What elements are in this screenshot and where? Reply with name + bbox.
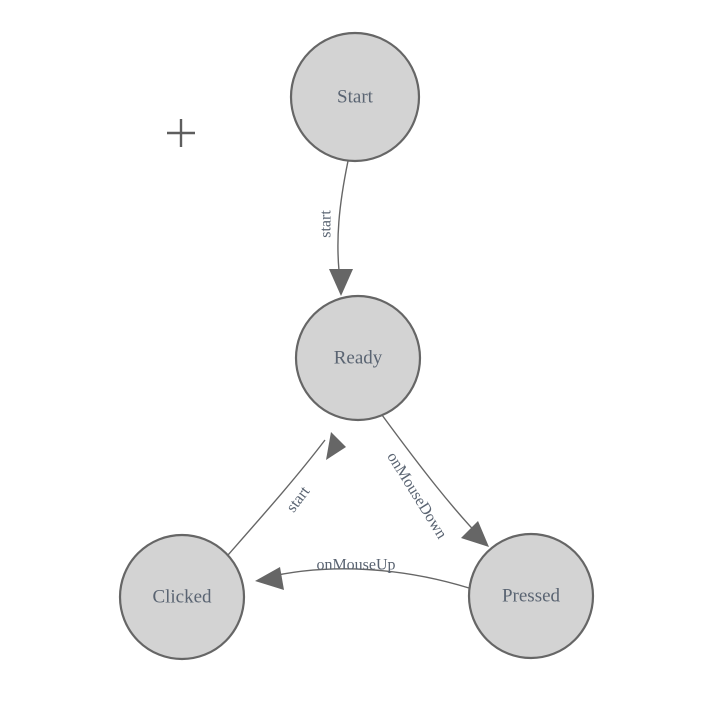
edge-arrowhead: [329, 269, 353, 296]
plus-marker: [167, 119, 195, 147]
edge-label: onMouseDown: [383, 449, 450, 542]
node-shape[interactable]: [467, 532, 595, 660]
edge-arrowhead: [461, 521, 489, 547]
edge-line: [381, 414, 484, 541]
node-pressed[interactable]: Pressed: [467, 532, 595, 660]
node-shape[interactable]: [289, 31, 421, 163]
edge-ready-to-pressed[interactable]: onMouseDown: [381, 414, 489, 547]
edge-arrowhead: [326, 432, 346, 460]
node-ready[interactable]: Ready: [294, 294, 422, 422]
node-shape[interactable]: [118, 533, 246, 661]
edge-start-to-ready[interactable]: start: [318, 160, 353, 296]
edge-clicked-to-ready[interactable]: start: [227, 432, 346, 556]
edge-line: [337, 160, 349, 288]
node-shape[interactable]: [294, 294, 422, 422]
node-clicked[interactable]: Clicked: [118, 533, 246, 661]
edge-pressed-to-clicked[interactable]: onMouseUp: [255, 557, 470, 590]
edge-line: [227, 439, 326, 556]
edge-label: start: [318, 210, 335, 238]
edge-line: [263, 568, 470, 589]
edge-label: start: [283, 483, 313, 516]
edge-arrowhead: [255, 567, 284, 590]
node-start[interactable]: Start: [289, 31, 421, 163]
